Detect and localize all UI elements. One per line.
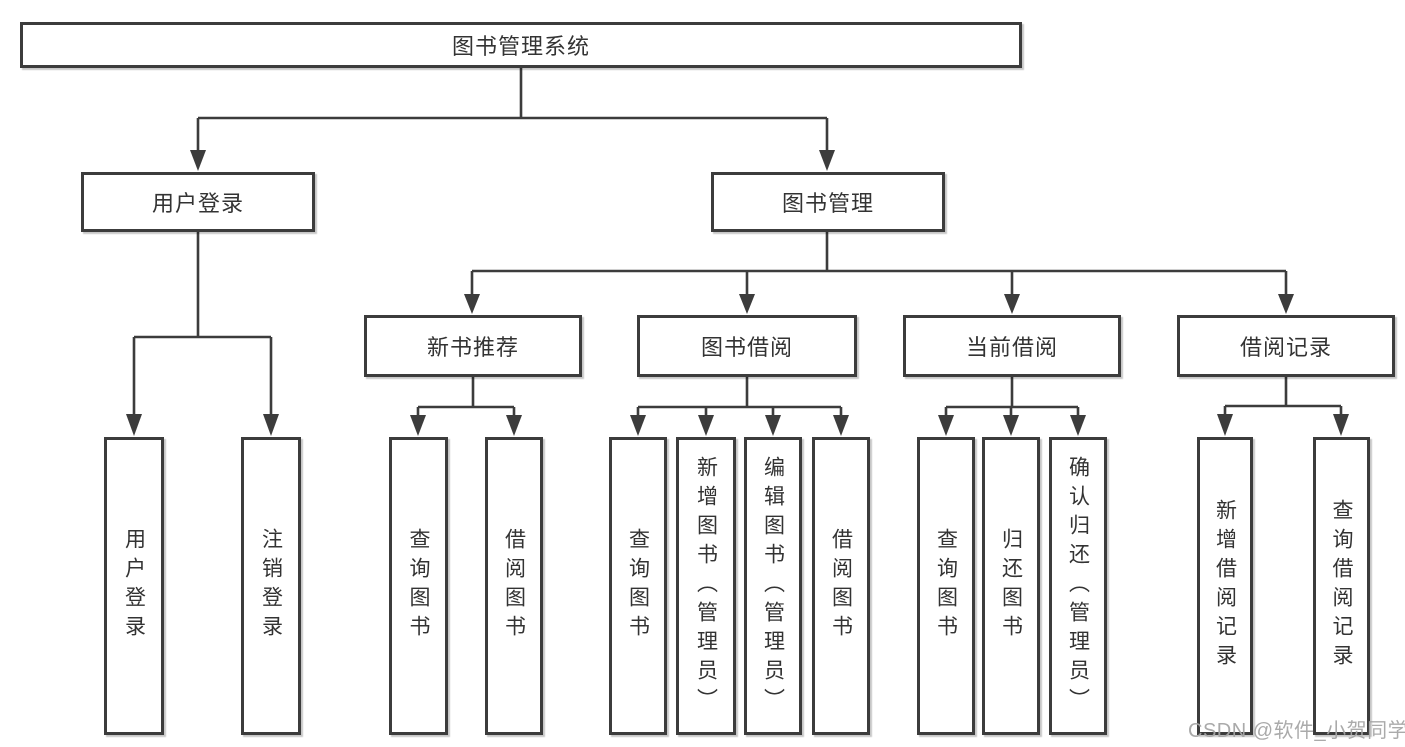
node-user-login: 用户登录 [81,172,315,232]
node-borrowing-records-label: 借阅记录 [1239,335,1332,360]
arrowhead [1333,414,1349,436]
node-book-management: 图书管理 [711,172,945,232]
leaf-add-borrow-record-label: 新增借阅记录 [1213,499,1237,673]
leaf-confirm-return-admin-label: 确认归还（管理员） [1066,455,1090,717]
arrowhead [126,414,142,436]
node-root-label: 图书管理系统 [451,34,590,59]
arrowhead [1070,415,1086,436]
leaf-query-books-borrow-label: 查询图书 [626,528,650,644]
arrowhead [410,415,426,436]
leaf-confirm-return-admin: 确认归还（管理员） [1049,437,1107,735]
arrowhead [190,150,206,171]
leaf-user-login-label: 用户登录 [122,528,146,644]
leaf-logout: 注销登录 [241,437,301,735]
node-book-borrowing: 图书借阅 [637,315,857,377]
leaf-return-book-label: 归还图书 [999,528,1023,644]
connector-borrow-records [1223,377,1343,416]
connector-book-borrow [636,377,843,417]
node-book-borrowing-label: 图书借阅 [700,335,793,360]
arrowhead [819,150,835,171]
arrowhead [698,415,714,436]
csdn-watermark: CSDN @软件_小贺同学 [1188,720,1405,742]
arrowhead [1003,415,1019,436]
node-borrowing-records: 借阅记录 [1177,315,1395,377]
node-new-book-recommend-label: 新书推荐 [426,335,519,360]
connector-current-borrow [944,377,1080,417]
leaf-return-book: 归还图书 [982,437,1040,735]
leaf-add-book-admin-label: 新增图书（管理员） [694,455,718,717]
node-root: 图书管理系统 [20,22,1022,68]
node-book-management-label: 图书管理 [781,191,874,216]
arrowhead [1278,294,1294,314]
leaf-borrow-books-recommend-label: 借阅图书 [502,528,526,644]
leaf-query-books-current: 查询图书 [917,437,975,735]
leaf-logout-label: 注销登录 [259,528,283,644]
arrowhead [506,415,522,436]
leaf-query-borrow-record: 查询借阅记录 [1313,437,1370,735]
arrowhead [630,415,646,436]
arrowhead [1004,294,1020,314]
arrowhead [263,414,279,436]
leaf-add-borrow-record: 新增借阅记录 [1197,437,1253,735]
leaf-user-login: 用户登录 [104,437,164,735]
arrowhead [739,294,755,314]
leaf-borrow-books-label: 借阅图书 [829,528,853,644]
leaf-query-books-recommend: 查询图书 [389,437,448,735]
connector-new-book [416,377,516,417]
connector-book-management [470,232,1288,296]
leaf-query-books-recommend-label: 查询图书 [407,528,430,644]
leaf-borrow-books-recommend: 借阅图书 [485,437,543,735]
leaf-edit-book-admin-label: 编辑图书（管理员） [761,455,785,717]
arrowhead [938,415,954,436]
leaf-query-books-current-label: 查询图书 [934,528,958,644]
node-current-borrowing: 当前借阅 [903,315,1121,377]
connector-user-login [132,232,273,416]
leaf-query-borrow-record-label: 查询借阅记录 [1330,499,1353,673]
arrowhead [464,294,480,314]
arrowhead [765,415,781,436]
node-user-login-label: 用户登录 [151,191,244,216]
leaf-borrow-books: 借阅图书 [812,437,870,735]
leaf-add-book-admin: 新增图书（管理员） [676,437,736,735]
leaf-edit-book-admin: 编辑图书（管理员） [744,437,802,735]
arrowhead [833,415,849,436]
arrowhead [1217,414,1233,436]
node-new-book-recommend: 新书推荐 [364,315,582,377]
connector-root [196,68,829,152]
node-current-borrowing-label: 当前借阅 [965,335,1058,360]
leaf-query-books-borrow: 查询图书 [609,437,667,735]
